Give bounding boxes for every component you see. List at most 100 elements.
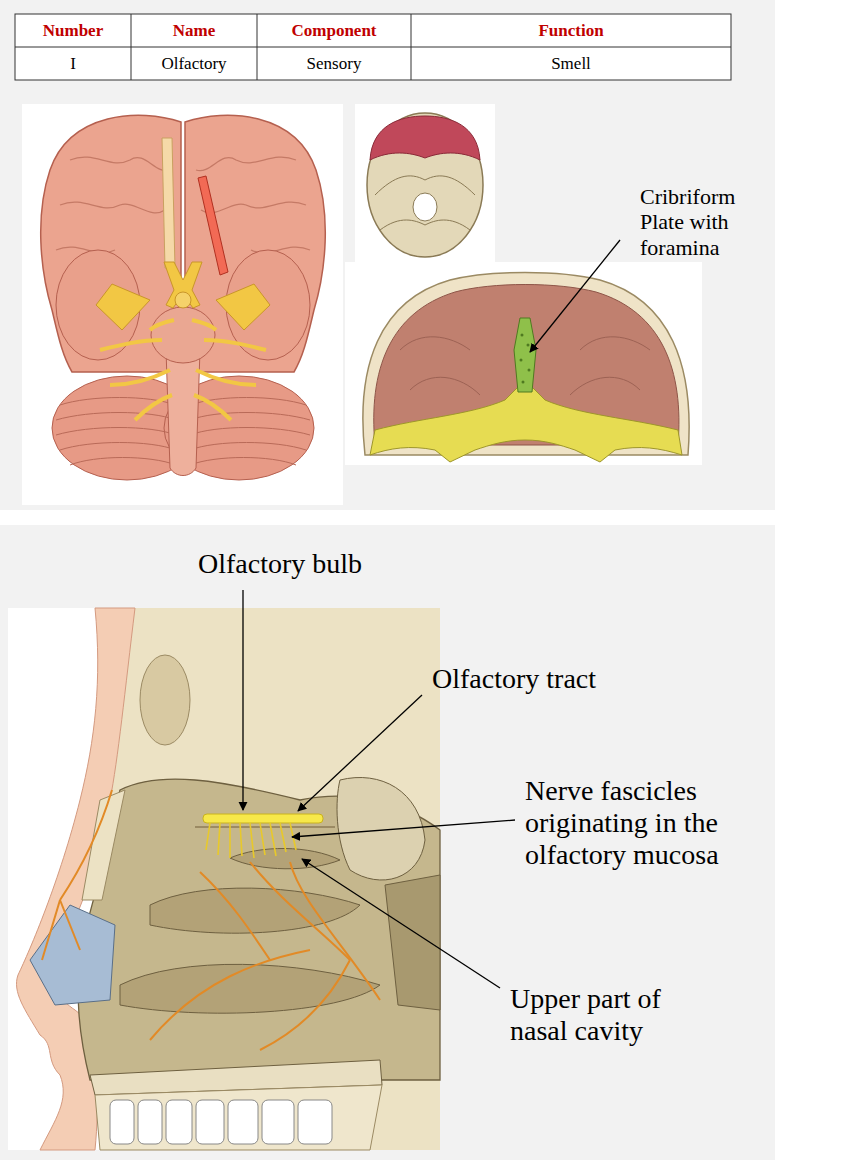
illustration-part <box>190 443 306 451</box>
illustration-part <box>140 655 190 745</box>
illustration-part <box>190 428 310 436</box>
illustration-part <box>56 413 176 421</box>
illustration-part <box>385 875 440 1010</box>
illustration-part <box>201 202 306 213</box>
brain-illustration <box>22 104 343 505</box>
illustration-part <box>580 337 650 350</box>
table-header: Component <box>257 21 411 41</box>
illustration-part <box>110 1100 332 1144</box>
illustration-part <box>260 823 265 855</box>
illustration-part <box>15 47 731 48</box>
illustration-part <box>70 157 170 171</box>
skull-base-illustration <box>355 104 495 262</box>
illustration-part <box>570 377 640 395</box>
illustration-part <box>135 395 172 420</box>
illustration-part <box>250 862 350 960</box>
illustration-part <box>95 1085 382 1150</box>
illustration-part <box>100 340 162 350</box>
illustration-part <box>370 116 480 160</box>
illustration-part <box>257 14 258 80</box>
illustration-part <box>162 138 175 268</box>
illustration-part <box>411 14 412 80</box>
illustration-part <box>175 292 191 308</box>
illustration-part <box>527 344 530 347</box>
illustration-part <box>302 859 500 988</box>
illustration-part <box>190 413 310 421</box>
illustration-part <box>355 104 495 262</box>
table-cell: Smell <box>411 54 731 74</box>
table-cell: Olfactory <box>131 54 257 74</box>
illustration-part <box>110 1100 134 1144</box>
illustration-part <box>242 590 243 810</box>
structure-label: Nerve fascicles originating in the olfac… <box>525 775 740 872</box>
illustration-part <box>42 790 380 1050</box>
illustration-part <box>192 320 216 330</box>
illustration-part <box>166 350 200 476</box>
illustration-part <box>216 284 270 330</box>
illustration-part <box>270 823 276 856</box>
illustration-part <box>345 262 702 465</box>
table-cell: I <box>15 54 131 74</box>
illustration-part <box>120 964 380 1013</box>
structure-label: Upper part of nasal cavity <box>510 983 720 1047</box>
illustration-part <box>60 202 165 213</box>
illustration-part <box>15 14 731 80</box>
bottom-panel <box>0 525 775 1160</box>
illustration-part <box>218 823 220 855</box>
illustration-part <box>290 862 380 1000</box>
illustration-part <box>150 888 360 933</box>
leader-arrows <box>243 590 515 988</box>
illustration-part <box>196 370 256 385</box>
illustration-part <box>400 337 470 350</box>
illustration-part <box>337 778 425 881</box>
illustration-part <box>60 443 176 451</box>
illustration-part <box>138 1100 162 1144</box>
illustration-part <box>367 113 483 257</box>
illustration-part <box>521 334 524 337</box>
table-header: Number <box>15 21 131 41</box>
table-grid <box>15 14 731 80</box>
illustration-part <box>240 823 242 856</box>
illustration-part <box>190 458 296 466</box>
illustration-part <box>150 320 174 330</box>
illustration-part <box>60 900 80 950</box>
illustration-part <box>60 790 112 900</box>
illustration-part <box>413 193 437 221</box>
illustration-part <box>520 334 531 384</box>
illustration-part <box>110 370 170 385</box>
structure-label: Cribriform Plate with foramina <box>640 184 765 260</box>
table-header: Function <box>411 21 731 41</box>
illustration-part <box>250 823 254 858</box>
illustration-part <box>70 458 176 466</box>
table-header: Name <box>131 21 257 41</box>
leader-arrow <box>530 240 620 352</box>
illustration-part <box>204 340 266 350</box>
cranial-fossa-illustration <box>345 262 702 465</box>
illustration-part <box>131 14 132 80</box>
illustration-part <box>280 823 286 852</box>
illustration-part <box>151 307 215 363</box>
illustration-part <box>203 814 323 823</box>
illustration-part <box>196 1100 224 1144</box>
illustration-part <box>410 377 480 395</box>
illustration-part <box>198 176 228 275</box>
illustration-part <box>528 369 531 372</box>
illustration-part <box>298 695 422 811</box>
illustration-part <box>375 176 475 195</box>
illustration-part <box>196 157 296 171</box>
illustration-part <box>206 823 296 858</box>
illustration-part <box>8 608 440 1150</box>
illustration-part <box>514 318 536 392</box>
structure-label: Olfactory bulb <box>198 548 362 580</box>
illustration-part <box>262 1100 294 1144</box>
illustration-part <box>164 262 202 308</box>
illustration-part <box>200 872 270 960</box>
structure-label: Olfactory tract <box>432 663 596 695</box>
illustration-part <box>292 820 515 837</box>
illustration-part <box>195 826 335 828</box>
illustration-part <box>228 1100 258 1144</box>
illustration-part <box>194 395 231 420</box>
